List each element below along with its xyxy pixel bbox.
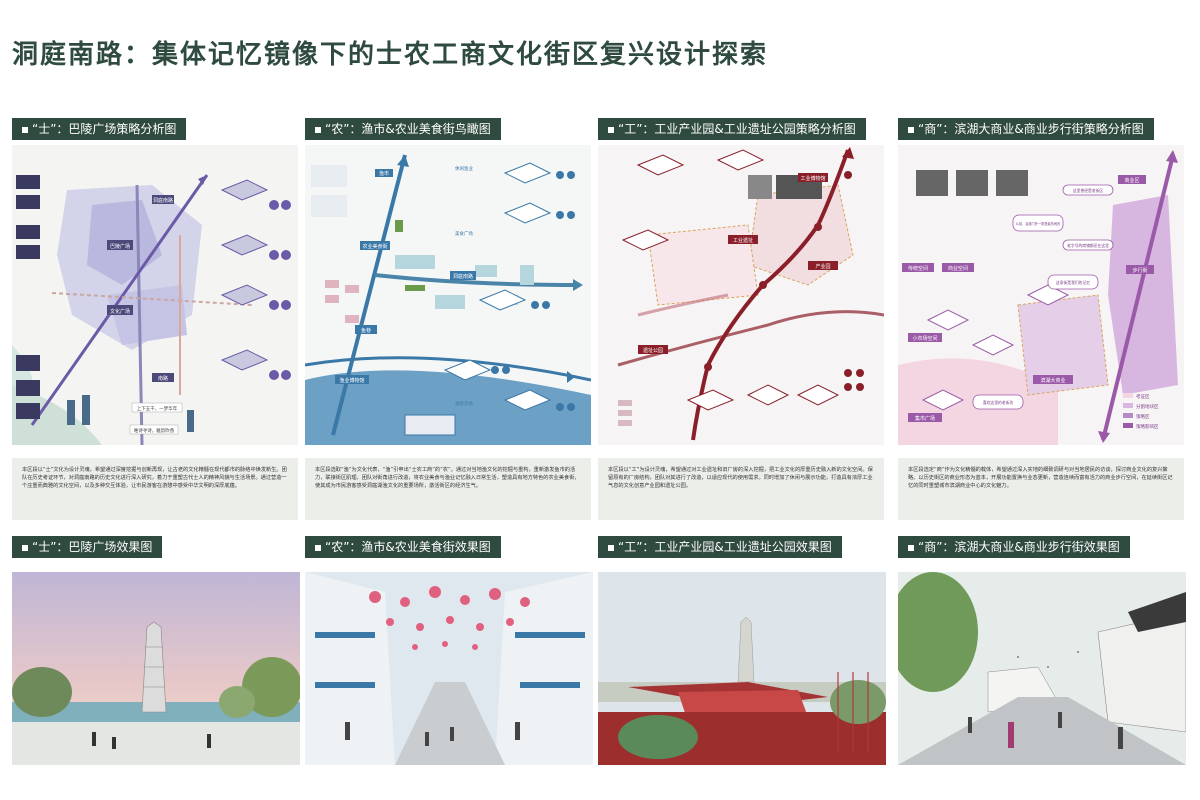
svg-text:策略区: 策略区 bbox=[1136, 413, 1150, 420]
map-shang-callout-3: 这条街是我们的记忆 bbox=[1056, 280, 1090, 285]
map-nong-callout-2: 渔获交易 bbox=[455, 400, 473, 407]
map-nong-label-3: 鱼巷 bbox=[361, 327, 371, 334]
map-gong-label-3: 工业博物馆 bbox=[800, 175, 825, 182]
map-gong-label-1: 产业园 bbox=[815, 263, 830, 270]
description-shang: 本区段选定“商”作为文化精髓的载体，希望通过深入实地的细致调研与对当地居民的访谈… bbox=[898, 458, 1184, 520]
map-shi-label-3: 南路 bbox=[158, 375, 168, 382]
effect-label-shang: “商”：滨湖大商业&商业步行街效果图 bbox=[898, 536, 1130, 558]
map-shang-callout-2: 老字号的商铺都还在这里 bbox=[1067, 243, 1109, 248]
map-gong-label-2: 遗址公园 bbox=[643, 347, 663, 354]
effect-label-nong: “农”：渔市&农业美食街效果图 bbox=[305, 536, 501, 558]
map-shang-callout-1: 从前，谷德门外一带是最热闹的 bbox=[1016, 221, 1061, 226]
effect-label-shi: “士”：巴陵广场效果图 bbox=[12, 536, 163, 558]
description-gong: 本区段以“工”为设计灵魂，希望通过对工业遗址和旧厂房的深入挖掘，把工业文化的厚重… bbox=[598, 458, 884, 520]
map-shang-callout-0: 这里曾经是老街区 bbox=[1073, 188, 1104, 193]
map-nong-label-0: 渔市 bbox=[379, 170, 389, 177]
panel-label-shang: “商”：滨湖大商业&商业步行街策略分析图 bbox=[898, 118, 1154, 140]
map-shang-label-1: 步行街 bbox=[1132, 267, 1147, 274]
map-shang: 商业区 步行街 传统空间 商业空间 小市场空间 集市广场 滨湖大商业 这里曾经是… bbox=[898, 145, 1184, 445]
map-shi-callout-0: 上下五千，一梦华年 bbox=[137, 405, 178, 412]
map-shi-label-2: 文化广场 bbox=[110, 308, 130, 315]
map-shang-legend: 考证区 分割地块区 策略区 策略影响区 bbox=[1123, 393, 1159, 430]
svg-text:分割地块区: 分割地块区 bbox=[1136, 403, 1159, 410]
svg-text:考证区: 考证区 bbox=[1136, 393, 1150, 400]
map-shang-label-6: 滨湖大商业 bbox=[1040, 377, 1065, 384]
map-shang-label-4: 小市场空间 bbox=[912, 335, 937, 342]
map-nong-label-1: 农业美食街 bbox=[362, 243, 387, 250]
effect-label-gong: “工”：工业产业园&工业遗址公园效果图 bbox=[598, 536, 842, 558]
panel-label-nong: “农”：渔市&农业美食街鸟瞰图 bbox=[305, 118, 501, 140]
map-shang-label-2: 传统空间 bbox=[908, 265, 928, 272]
map-gong-label-0: 工业遗址 bbox=[733, 237, 753, 244]
map-shi: 巴陵广场 洞庭南路 文化广场 南路 上下五千，一梦华年 唯诗寻诗，雅韵吹香 bbox=[12, 145, 298, 445]
description-shi: 本区段以“士”文化为设计灵魂，希望通过深度挖掘与创新再现，让古老的文化精髓在现代… bbox=[12, 458, 298, 520]
map-nong-label-2: 洞庭南路 bbox=[453, 273, 473, 280]
map-gong: 工业遗址 产业园 遗址公园 工业博物馆 bbox=[598, 145, 884, 445]
map-shang-label-3: 商业空间 bbox=[948, 265, 968, 272]
map-shang-label-5: 集市广场 bbox=[915, 415, 935, 422]
map-shang-callout-4: 喜欢这里的老街坊 bbox=[983, 400, 1014, 405]
map-nong-label-4: 渔业博物馆 bbox=[339, 377, 364, 384]
map-nong-callout-1: 美食广场 bbox=[455, 230, 473, 237]
render-shi bbox=[12, 572, 300, 765]
description-nong: 本区段选取“渔”为文化代表，“渔”引申出“士农工商”的“农”。通过对当地渔文化的… bbox=[305, 458, 591, 520]
panel-label-shi: “士”：巴陵广场策略分析图 bbox=[12, 118, 187, 140]
render-gong bbox=[598, 572, 886, 765]
map-shi-label-1: 巴陵广场 bbox=[110, 243, 130, 250]
map-nong-callout-0: 休闲渔业 bbox=[455, 165, 473, 172]
render-nong bbox=[305, 572, 593, 765]
svg-text:策略影响区: 策略影响区 bbox=[1136, 423, 1159, 430]
map-nong: 渔市 农业美食街 洞庭南路 鱼巷 渔业博物馆 休闲渔业 美食广场 渔获交易 bbox=[305, 145, 591, 445]
map-shi-callout-1: 唯诗寻诗，雅韵吹香 bbox=[134, 427, 175, 434]
panel-label-gong: “工”：工业产业园&工业遗址公园策略分析图 bbox=[598, 118, 866, 140]
map-shi-label-0: 洞庭南路 bbox=[153, 197, 173, 204]
map-shang-label-0: 商业区 bbox=[1124, 177, 1139, 184]
render-shang bbox=[898, 572, 1186, 765]
page-title: 洞庭南路：集体记忆镜像下的士农工商文化街区复兴设计探索 bbox=[12, 40, 769, 70]
